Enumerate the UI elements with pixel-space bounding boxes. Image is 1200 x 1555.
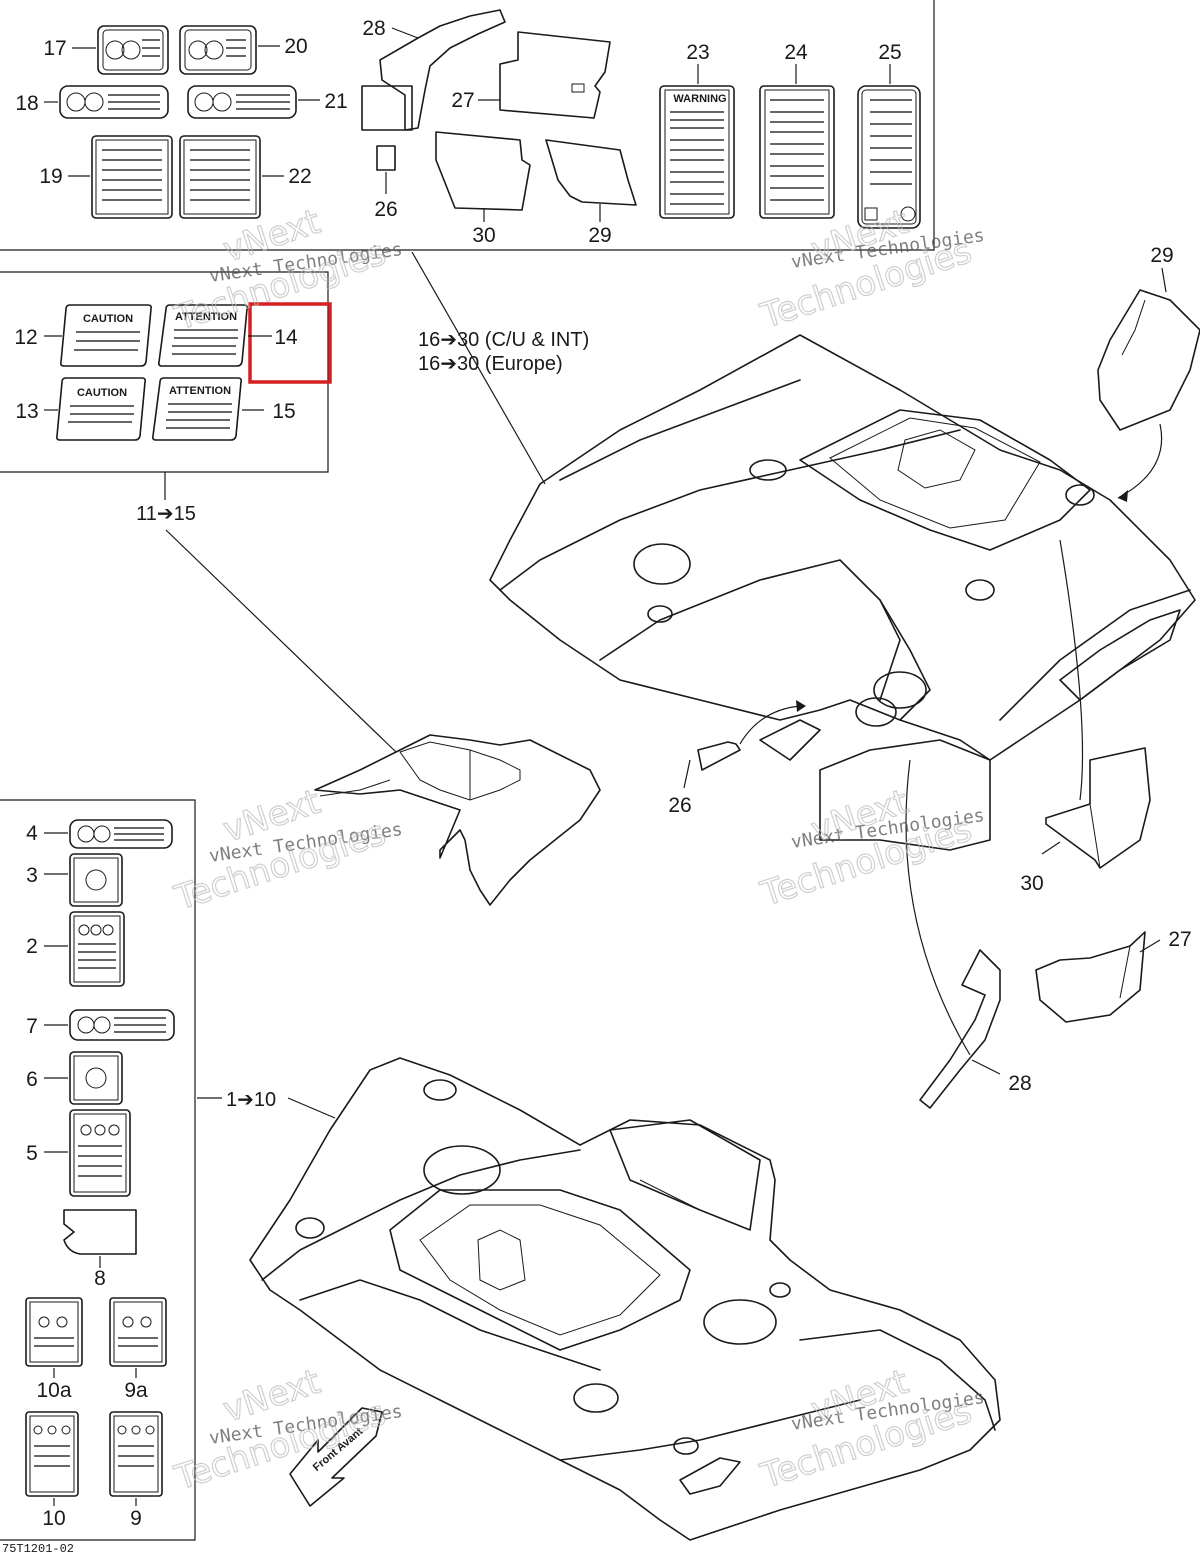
callout-19: 19 (39, 165, 62, 188)
group-16-30-labels: 16➔30 (C/U & INT) 16➔30 (Europe) (411, 251, 589, 485)
part-29-outline (545, 139, 637, 206)
decal-13-title: CAUTION (77, 387, 127, 399)
decal-22 (179, 135, 261, 219)
caution-decal-panel: CAUTION ATTENTION CAUTION ATTENTION 12 1… (0, 271, 332, 525)
callout-12: 12 (14, 326, 37, 349)
rear-fender-assembly (489, 334, 1196, 851)
part-26-detail: 26 (668, 700, 806, 817)
part-28-detail: 28 (905, 759, 1032, 1109)
decal-10 (25, 1411, 79, 1497)
callout-20: 20 (284, 35, 307, 58)
group-label-1-10: 1➔10 (226, 1089, 276, 1111)
decal-12-title: CAUTION (83, 313, 133, 325)
callout-10: 10 (42, 1507, 65, 1530)
decal-3 (69, 853, 123, 907)
part-28-outline (379, 9, 506, 131)
top-decal-panel: WARNING (0, 0, 935, 251)
decal-7 (69, 1009, 175, 1041)
decal-2 (69, 911, 125, 987)
top-panel-callouts: 17 20 18 21 19 22 28 27 26 30 29 23 24 2… (15, 17, 901, 247)
callout-15: 15 (272, 400, 295, 423)
decal-15-title: ATTENTION (169, 385, 231, 397)
decal-6 (69, 1051, 123, 1105)
callout-27-right: 27 (1168, 928, 1191, 951)
decal-18 (59, 85, 169, 119)
callout-17: 17 (43, 37, 66, 60)
callout-28-top: 28 (362, 17, 385, 40)
group-label-11-15: 11➔15 (136, 503, 196, 525)
callout-18: 18 (15, 92, 38, 115)
decal-24 (759, 85, 835, 219)
callout-13: 13 (15, 400, 38, 423)
callout-4: 4 (26, 822, 38, 845)
callout-8: 8 (94, 1267, 106, 1290)
part-26-small (376, 145, 396, 171)
callout-14-highlight (248, 302, 332, 384)
decal-15: ATTENTION (152, 377, 242, 441)
part-27-outline (499, 31, 611, 119)
decal-23-title: WARNING (673, 93, 726, 105)
decal-20 (179, 25, 257, 75)
decal-14-title: ATTENTION (175, 311, 237, 323)
callout-26-middle: 26 (668, 794, 691, 817)
front-center-panel (165, 529, 601, 906)
part-8 (63, 1209, 137, 1255)
diagram-reference: 75T1201-02 (2, 1542, 74, 1555)
part-27-detail: 27 (1035, 928, 1192, 1023)
callout-23: 23 (686, 41, 709, 64)
callout-21: 21 (324, 90, 347, 113)
callout-29-top: 29 (588, 224, 611, 247)
callout-3: 3 (26, 864, 38, 887)
part-28-block (361, 85, 413, 131)
group-label-16-30-europe: 16➔30 (Europe) (418, 353, 563, 375)
decal-5 (69, 1109, 131, 1197)
decal-13: CAUTION (56, 377, 146, 441)
callout-30-right: 30 (1020, 872, 1043, 895)
decal-12: CAUTION (60, 304, 152, 367)
callout-10a: 10a (36, 1379, 71, 1402)
decal-19 (91, 135, 173, 219)
front-fender-assembly (249, 1057, 1001, 1541)
part-29-detail: 29 (1097, 244, 1200, 502)
callout-5: 5 (26, 1142, 38, 1165)
callout-30-top: 30 (472, 224, 495, 247)
callout-22: 22 (288, 165, 311, 188)
decal-14: ATTENTION (158, 304, 248, 367)
callout-14: 14 (274, 326, 298, 349)
decal-17 (97, 25, 169, 75)
callout-9: 9 (130, 1507, 142, 1530)
decal-4 (69, 819, 173, 849)
callout-7: 7 (26, 1015, 38, 1038)
callout-6: 6 (26, 1068, 38, 1091)
callout-2: 2 (26, 935, 38, 958)
callout-9a: 9a (124, 1379, 148, 1402)
callout-24: 24 (784, 41, 808, 64)
decal-25 (857, 85, 921, 229)
part-30-detail: 30 (1020, 539, 1151, 895)
callout-27-top: 27 (451, 89, 474, 112)
decal-23: WARNING (659, 85, 735, 219)
lower-decal-panel: 4 3 2 7 6 5 8 10a 9a 10 9 1➔10 (0, 799, 336, 1541)
group-label-16-30-cu: 16➔30 (C/U & INT) (418, 329, 589, 351)
decal-21 (187, 85, 297, 119)
callout-28-right: 28 (1008, 1072, 1031, 1095)
callout-25: 25 (878, 41, 901, 64)
decal-9a (109, 1297, 167, 1367)
decal-10a (25, 1297, 83, 1367)
part-30-outline (435, 131, 531, 211)
callout-26-top: 26 (374, 198, 397, 221)
callout-29-right: 29 (1150, 244, 1173, 267)
decal-9 (109, 1411, 163, 1497)
